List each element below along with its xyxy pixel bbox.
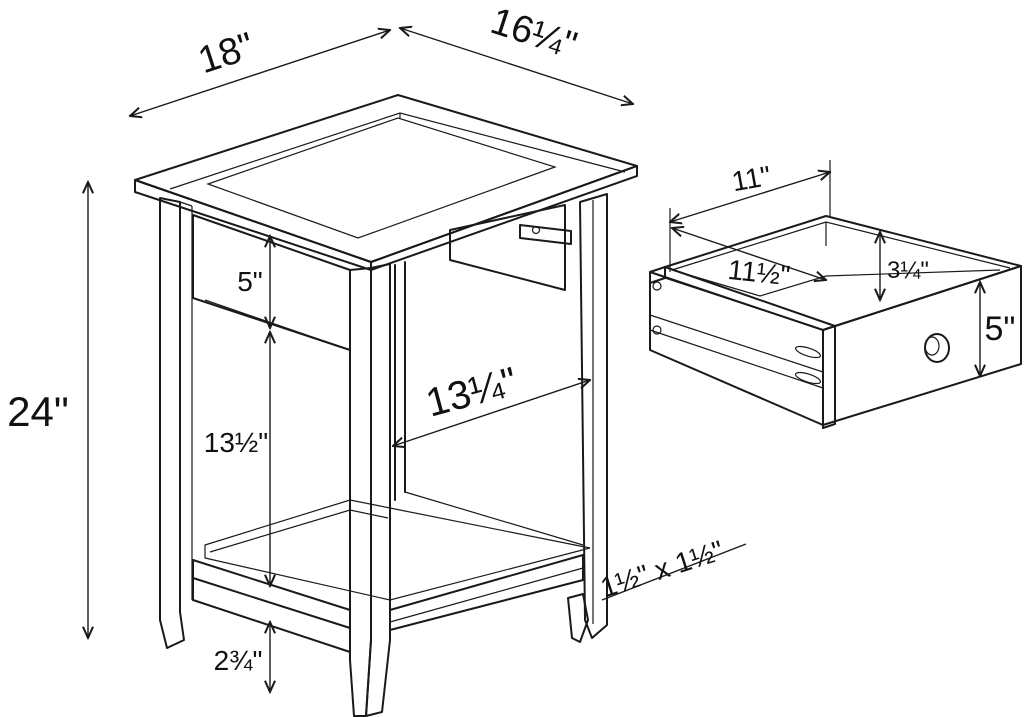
label-apron-height: 5" bbox=[237, 266, 263, 297]
label-depth-top: 16¼" bbox=[486, 0, 582, 67]
label-shelf-clearance: 13½" bbox=[204, 427, 268, 458]
label-inner-width: 13¼" bbox=[421, 359, 521, 425]
label-drawer-front-height: 5" bbox=[985, 310, 1016, 348]
drawer-knob bbox=[924, 333, 950, 363]
tabletop bbox=[134, 94, 638, 271]
back-left-leg bbox=[394, 261, 406, 501]
label-height: 24" bbox=[7, 388, 69, 435]
dimension-inner-width: 13¼" bbox=[393, 359, 590, 446]
front-left-leg bbox=[159, 197, 193, 649]
back-right-leg bbox=[579, 193, 608, 639]
drawer bbox=[649, 215, 1022, 429]
label-drawer-inner-height: 3¼" bbox=[887, 257, 929, 284]
label-leg-size: 1½" x 1½" bbox=[597, 535, 728, 604]
label-drawer-width: 11½" bbox=[726, 254, 791, 291]
dimension-apron-height: 5" bbox=[237, 236, 270, 328]
dimension-drawer-inner-height: 3¼" bbox=[880, 232, 929, 300]
label-width-top: 18" bbox=[193, 25, 259, 82]
bottom-shelf bbox=[192, 491, 591, 653]
label-drawer-depth: 11" bbox=[729, 160, 773, 197]
dimension-shelf-to-floor: 2¾" bbox=[214, 622, 270, 692]
dimension-shelf-clearance: 13½" bbox=[204, 332, 270, 586]
drawer-slide-rail bbox=[449, 204, 572, 291]
front-right-leg bbox=[349, 263, 391, 717]
dimension-height: 24" bbox=[7, 182, 88, 638]
dimension-depth-top: 16¼" bbox=[400, 0, 633, 104]
dimension-drawer-front-height: 5" bbox=[980, 282, 1015, 376]
label-shelf-to-floor: 2¾" bbox=[214, 645, 263, 676]
front-apron bbox=[192, 214, 351, 351]
end-table bbox=[134, 94, 638, 717]
dimension-width-top: 18" bbox=[130, 25, 390, 116]
dimension-leg-size: 1½" x 1½" bbox=[597, 535, 747, 604]
dimension-drawer-width: 11½" bbox=[672, 228, 826, 291]
